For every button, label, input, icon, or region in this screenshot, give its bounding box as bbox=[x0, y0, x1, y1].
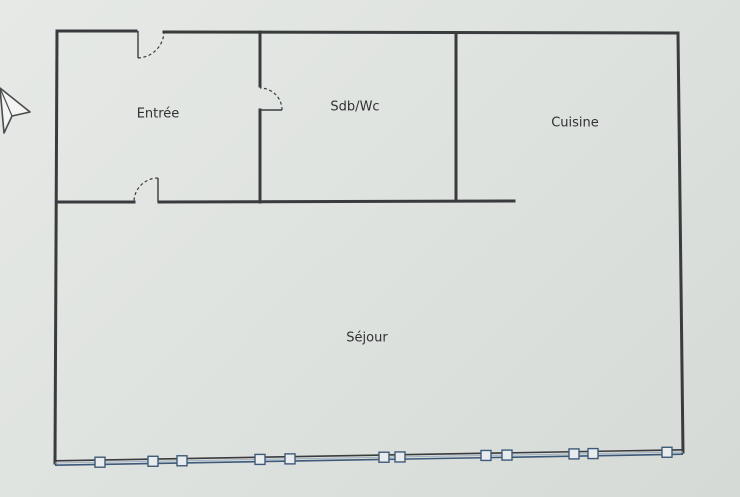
wall-middle bbox=[157, 199, 516, 204]
door-sejour bbox=[133, 177, 159, 203]
door-sdb bbox=[259, 87, 283, 111]
window-mullion bbox=[254, 453, 266, 466]
room-label-sdb: Sdb/Wc bbox=[330, 99, 380, 115]
room-label-entree: Entrée bbox=[136, 106, 180, 122]
door-entrance bbox=[137, 31, 165, 59]
cursor-arrow-icon bbox=[0, 87, 31, 134]
window-mullion bbox=[501, 449, 513, 461]
window-mullion bbox=[480, 449, 492, 462]
window-wall-bottom bbox=[54, 446, 684, 468]
window-mullion bbox=[568, 448, 580, 460]
wall-top-right bbox=[162, 30, 680, 35]
window-mullion bbox=[394, 451, 406, 463]
window-mullion bbox=[147, 455, 159, 467]
outer-walls bbox=[53, 29, 685, 465]
wall-right bbox=[676, 31, 685, 454]
window-mullion bbox=[587, 447, 599, 460]
window-mullion bbox=[94, 456, 106, 468]
wall-left bbox=[53, 29, 59, 465]
window-mullion bbox=[176, 455, 188, 467]
window-mullion bbox=[661, 446, 673, 458]
room-label-cuisine: Cuisine bbox=[551, 115, 599, 131]
inner-walls bbox=[55, 30, 516, 204]
window-mullion bbox=[284, 453, 296, 465]
window-mullion bbox=[378, 451, 390, 463]
room-label-sejour: Séjour bbox=[346, 330, 388, 346]
